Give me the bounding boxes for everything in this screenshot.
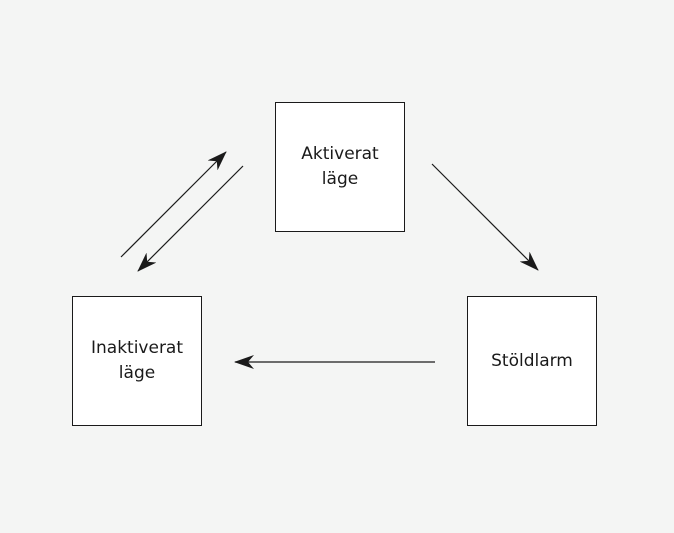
state-inactive-label: Inaktiverat läge bbox=[90, 338, 184, 383]
state-active-box: Aktiverat läge bbox=[275, 102, 405, 232]
arrow-active-to-inactive bbox=[137, 165, 244, 272]
arrow-active-to-alarm bbox=[431, 163, 539, 271]
state-alarm-box: Stöldlarm bbox=[467, 296, 597, 426]
state-inactive-box: Inaktiverat läge bbox=[72, 296, 202, 426]
state-alarm-label: Stöldlarm bbox=[491, 350, 573, 371]
arrow-inactive-to-active bbox=[120, 151, 227, 258]
state-active-label: Aktiverat läge bbox=[301, 144, 379, 189]
